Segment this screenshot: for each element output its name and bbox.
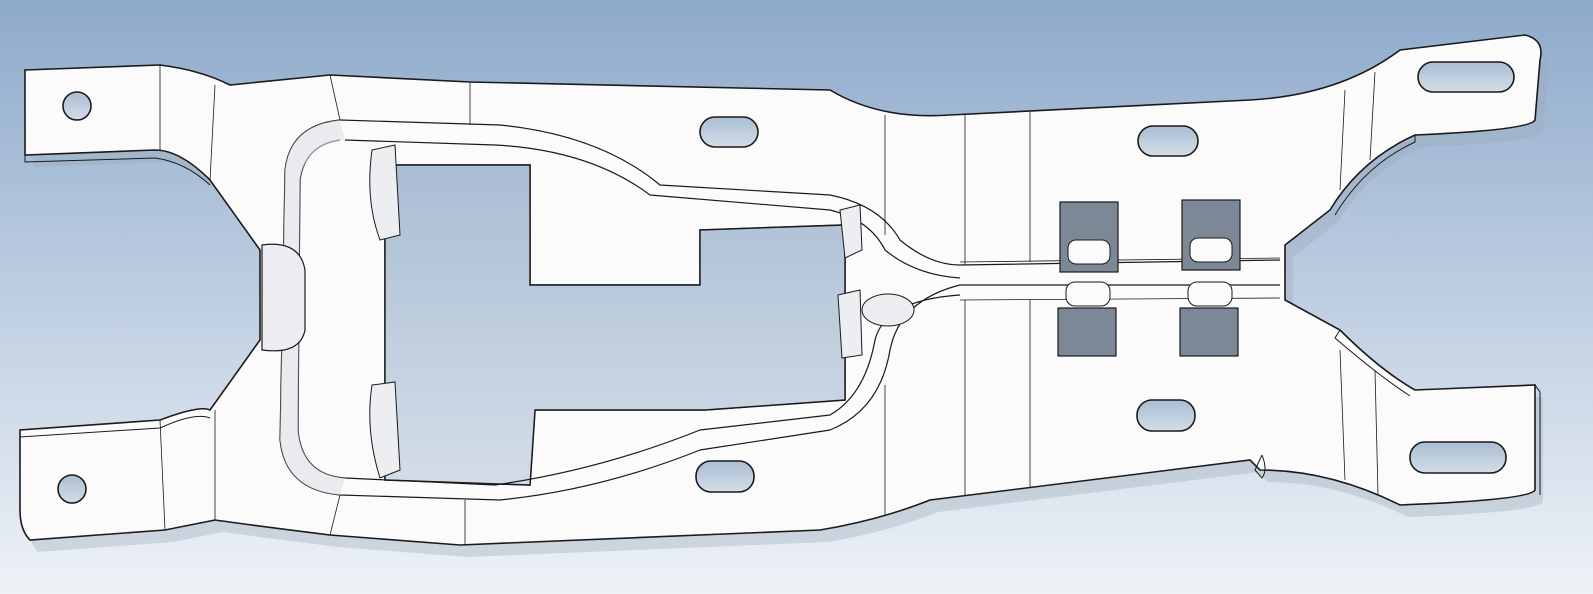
slot-hole xyxy=(1136,399,1196,432)
slot-hole xyxy=(1409,441,1507,474)
clips xyxy=(369,144,915,479)
mounting-holes xyxy=(57,61,1515,504)
round-hole-top-left xyxy=(62,91,92,121)
surface-edges xyxy=(159,65,1379,545)
slot-hole xyxy=(1417,61,1515,93)
round-hole-bottom-left xyxy=(57,474,87,504)
flange-edges xyxy=(19,60,1541,495)
slot-hole xyxy=(1137,125,1199,157)
tab xyxy=(1057,307,1117,357)
rim-shading xyxy=(280,120,345,495)
tab-slots xyxy=(1065,237,1233,307)
tab xyxy=(1179,307,1239,357)
slot-hole xyxy=(695,460,755,493)
slot-hole xyxy=(699,116,759,148)
left-boss xyxy=(261,243,306,352)
